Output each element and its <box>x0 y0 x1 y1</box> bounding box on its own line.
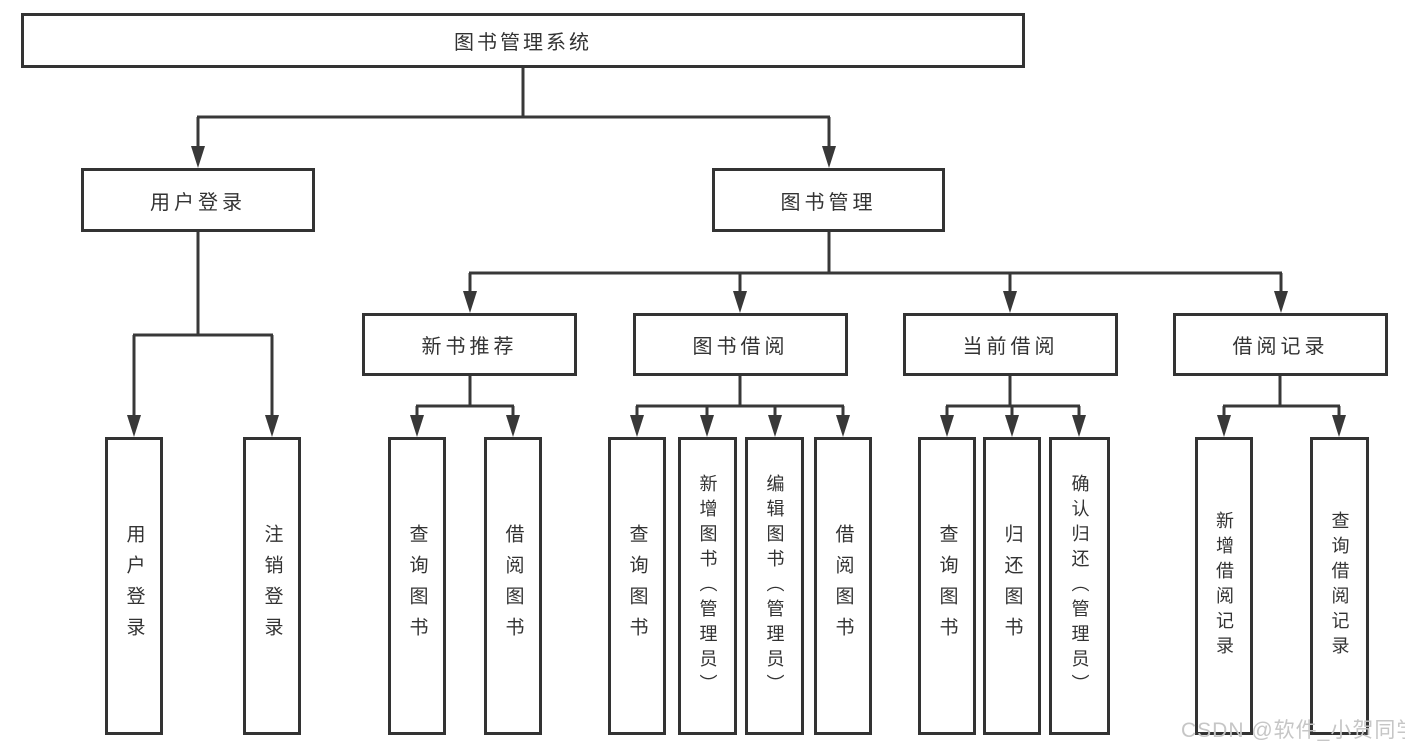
connector-root-to-level2 <box>191 68 836 168</box>
leaf-label: 查询借阅记录 <box>1329 511 1350 661</box>
node-label: 图书借阅 <box>692 336 789 358</box>
leaf-confirm-return-admin: 确认归还（管理员） <box>1049 437 1110 735</box>
leaf-label: 查询图书 <box>406 524 428 648</box>
leaf-label: 注销登录 <box>261 524 283 648</box>
connector-user-login-to-leaves <box>127 232 279 437</box>
leaf-label: 编辑图书（管理员） <box>764 473 785 699</box>
leaf-edit-book-admin: 编辑图书（管理员） <box>745 437 804 735</box>
node-label: 用户登录 <box>150 191 246 214</box>
connector-current-borrowing-to-leaves <box>940 376 1086 437</box>
leaf-label: 查询图书 <box>936 524 958 648</box>
connector-book-borrowing-to-leaves <box>630 376 850 437</box>
node-borrowing-records: 借阅记录 <box>1173 313 1388 376</box>
node-current-borrowing: 当前借阅 <box>903 313 1118 376</box>
connector-borrowing-records-to-leaves <box>1217 376 1346 437</box>
leaf-query-books-recommendation: 查询图书 <box>388 437 446 735</box>
leaf-label: 借阅图书 <box>502 524 524 648</box>
node-label: 当前借阅 <box>962 336 1059 358</box>
leaf-user-login: 用户登录 <box>105 437 163 735</box>
leaf-label: 归还图书 <box>1001 524 1023 648</box>
leaf-label: 借阅图书 <box>832 524 854 648</box>
node-label: 图书管理 <box>780 191 877 214</box>
node-new-book-recommendation: 新书推荐 <box>362 313 577 376</box>
leaf-label: 用户登录 <box>123 524 145 648</box>
node-label: 图书管理系统 <box>454 32 592 54</box>
leaf-label: 查询图书 <box>626 524 648 648</box>
node-label: 新书推荐 <box>421 336 518 358</box>
node-book-borrowing: 图书借阅 <box>633 313 848 376</box>
leaf-label: 确认归还（管理员） <box>1069 473 1090 699</box>
leaf-add-borrow-record: 新增借阅记录 <box>1195 437 1253 735</box>
connector-book-management-to-level3 <box>463 232 1288 313</box>
csdn-watermark: CSDN @软件_小贺同学 <box>1181 719 1405 742</box>
leaf-return-books: 归还图书 <box>983 437 1041 735</box>
node-label: 借阅记录 <box>1232 336 1329 358</box>
node-library-management-system: 图书管理系统 <box>21 13 1025 68</box>
leaf-query-borrow-record: 查询借阅记录 <box>1310 437 1369 735</box>
leaf-label: 新增借阅记录 <box>1214 511 1234 661</box>
node-book-management: 图书管理 <box>712 168 945 232</box>
leaf-label: 新增图书（管理员） <box>697 473 718 699</box>
node-user-login: 用户登录 <box>81 168 315 232</box>
leaf-borrow-books-recommendation: 借阅图书 <box>484 437 542 735</box>
leaf-add-book-admin: 新增图书（管理员） <box>678 437 737 735</box>
leaf-query-books-current: 查询图书 <box>918 437 976 735</box>
leaf-borrow-books-borrowing: 借阅图书 <box>814 437 872 735</box>
leaf-query-books-borrowing: 查询图书 <box>608 437 666 735</box>
connector-new-book-recommendation-to-leaves <box>410 376 520 437</box>
leaf-logout: 注销登录 <box>243 437 301 735</box>
